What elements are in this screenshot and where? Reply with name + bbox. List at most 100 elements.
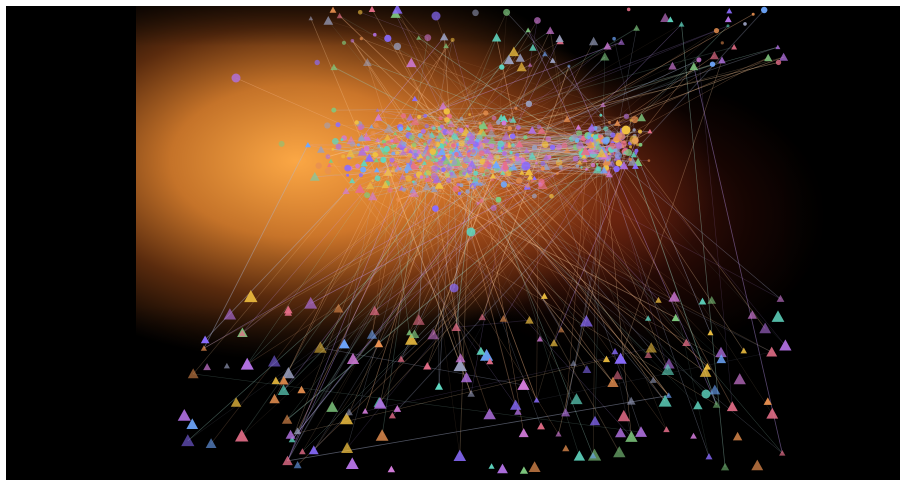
graph-edge [580,148,587,322]
graph-edge [427,41,594,367]
graph-node [468,113,471,116]
graph-node [530,179,534,183]
graph-node [187,368,199,379]
graph-node [424,34,432,42]
graph-edge [291,135,410,440]
graph-edge [377,139,472,394]
graph-edge [286,191,462,420]
graph-node [406,329,413,336]
graph-node [743,22,747,26]
graph-node [733,373,746,385]
graph-node [375,429,389,441]
graph-node [394,169,398,173]
graph-node [500,170,506,175]
graph-node [405,333,418,345]
graph-node [419,175,424,179]
graph-edge [503,151,606,319]
graph-node [636,143,640,147]
graph-node [623,113,630,120]
graph-node [443,43,449,49]
graph-node [631,116,639,124]
graph-node [373,32,377,37]
graph-node [324,167,332,175]
graph-node [614,119,621,126]
graph-edge [241,157,547,437]
graph-node [549,193,554,199]
graph-node [632,128,636,132]
graph-node [377,144,381,148]
graph-node [488,463,495,469]
graph-edge [395,13,516,158]
graph-edge [378,117,622,133]
graph-edge [456,319,530,328]
graph-edge [451,161,617,170]
graph-edge [283,167,504,391]
graph-nodes [177,6,792,474]
graph-node [637,113,646,122]
graph-node [525,316,534,324]
graph-edge [313,169,487,451]
graph-node [589,36,599,46]
graph-edge [449,116,707,395]
graph-node [390,166,396,172]
graph-node [467,143,470,146]
graph-node [693,400,703,410]
graph-node [689,62,699,71]
graph-node [366,329,378,339]
graph-edge [440,59,510,119]
graph-node [372,152,378,158]
graph-node [341,40,347,45]
graph-node [423,362,432,370]
graph-node [439,189,442,193]
graph-node [634,148,639,153]
graph-node [491,160,501,169]
graph-edge [365,347,652,412]
graph-node [203,363,211,371]
graph-edge [456,65,673,166]
graph-node [375,137,381,143]
graph-node [299,448,306,455]
graph-node [384,34,392,42]
graph-node [449,283,459,293]
graph-node [369,124,374,129]
graph-node [398,167,402,171]
graph-node [341,442,354,453]
graph-node [341,165,346,170]
graph-node [354,183,365,193]
graph-node [699,366,712,377]
graph-node [308,445,319,455]
graph-node [561,142,568,149]
graph-node [580,134,587,141]
graph-node [231,73,241,83]
graph-node [458,140,465,147]
graph-node [732,431,743,441]
graph-node [513,155,517,159]
graph-node [514,106,518,110]
graph-node [525,27,531,33]
graph-node [612,36,616,41]
graph-node [523,135,528,140]
graph-node [775,59,782,66]
graph-edge [511,136,580,147]
graph-node [775,44,781,50]
graph-node [634,152,638,155]
graph-edge [367,62,588,145]
graph-node [423,114,428,118]
graph-node [434,121,439,127]
graph-edge [397,46,440,132]
graph-edge [379,167,498,404]
graph-node [594,143,602,150]
graph-edge [565,155,588,413]
graph-node [764,53,773,62]
graph-node [463,155,471,162]
graph-edge [203,179,493,349]
graph-node [628,157,632,162]
graph-node [374,113,383,121]
graph-node [230,397,242,407]
graph-node [432,205,439,212]
graph-edge [536,161,608,401]
graph-node [308,16,314,21]
graph-node [491,115,497,121]
graph-node [630,151,637,158]
graph-node [508,118,512,122]
